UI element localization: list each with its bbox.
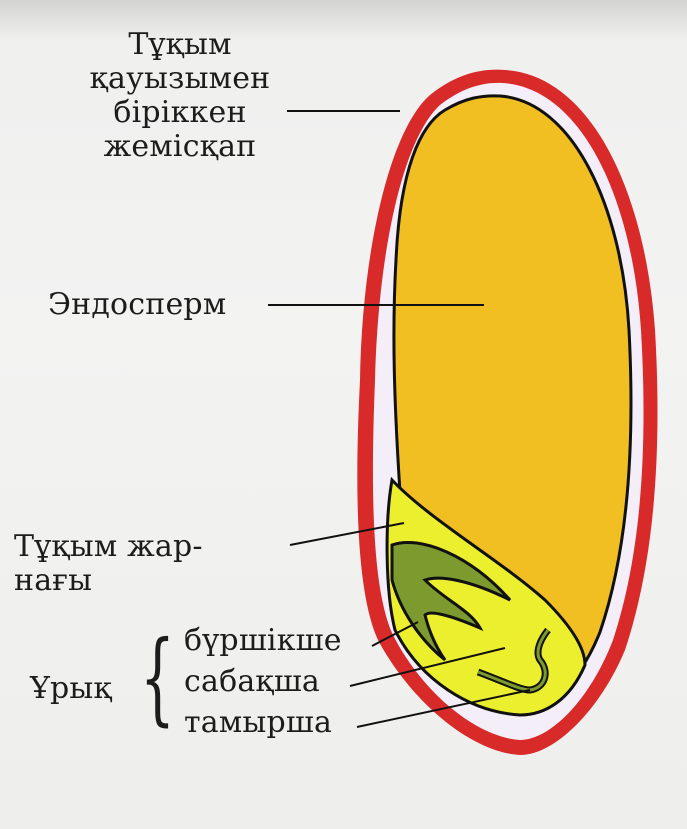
label-cotyledon-line2: нағы	[14, 563, 93, 598]
label-bud: бүршікше	[184, 623, 342, 658]
label-cotyledon: Тұқым жар- нағы	[14, 530, 203, 598]
leader-root	[356, 689, 531, 728]
embryo-bud	[390, 540, 512, 662]
label-embryo: Ұрық	[30, 671, 112, 706]
leader-stem	[349, 647, 506, 687]
label-pericarp-line2: қауызымен	[89, 61, 271, 96]
leader-bud	[371, 621, 419, 647]
label-root: тамырша	[184, 705, 333, 740]
label-pericarp: Тұқым қауызымен біріккен жемісқап	[70, 28, 290, 164]
label-cotyledon-line1: Тұқым жар-	[14, 529, 203, 564]
brace-icon: {	[140, 619, 175, 736]
label-stem: сабақша	[184, 664, 320, 699]
label-pericarp-line3: біріккен	[113, 95, 247, 130]
label-pericarp-line1: Тұқым	[128, 27, 232, 62]
leader-cotyledon	[289, 522, 405, 546]
label-pericarp-line4: жемісқап	[103, 129, 257, 164]
label-endosperm: Эндосперм	[48, 287, 227, 322]
page-bleed-through	[0, 0, 687, 40]
